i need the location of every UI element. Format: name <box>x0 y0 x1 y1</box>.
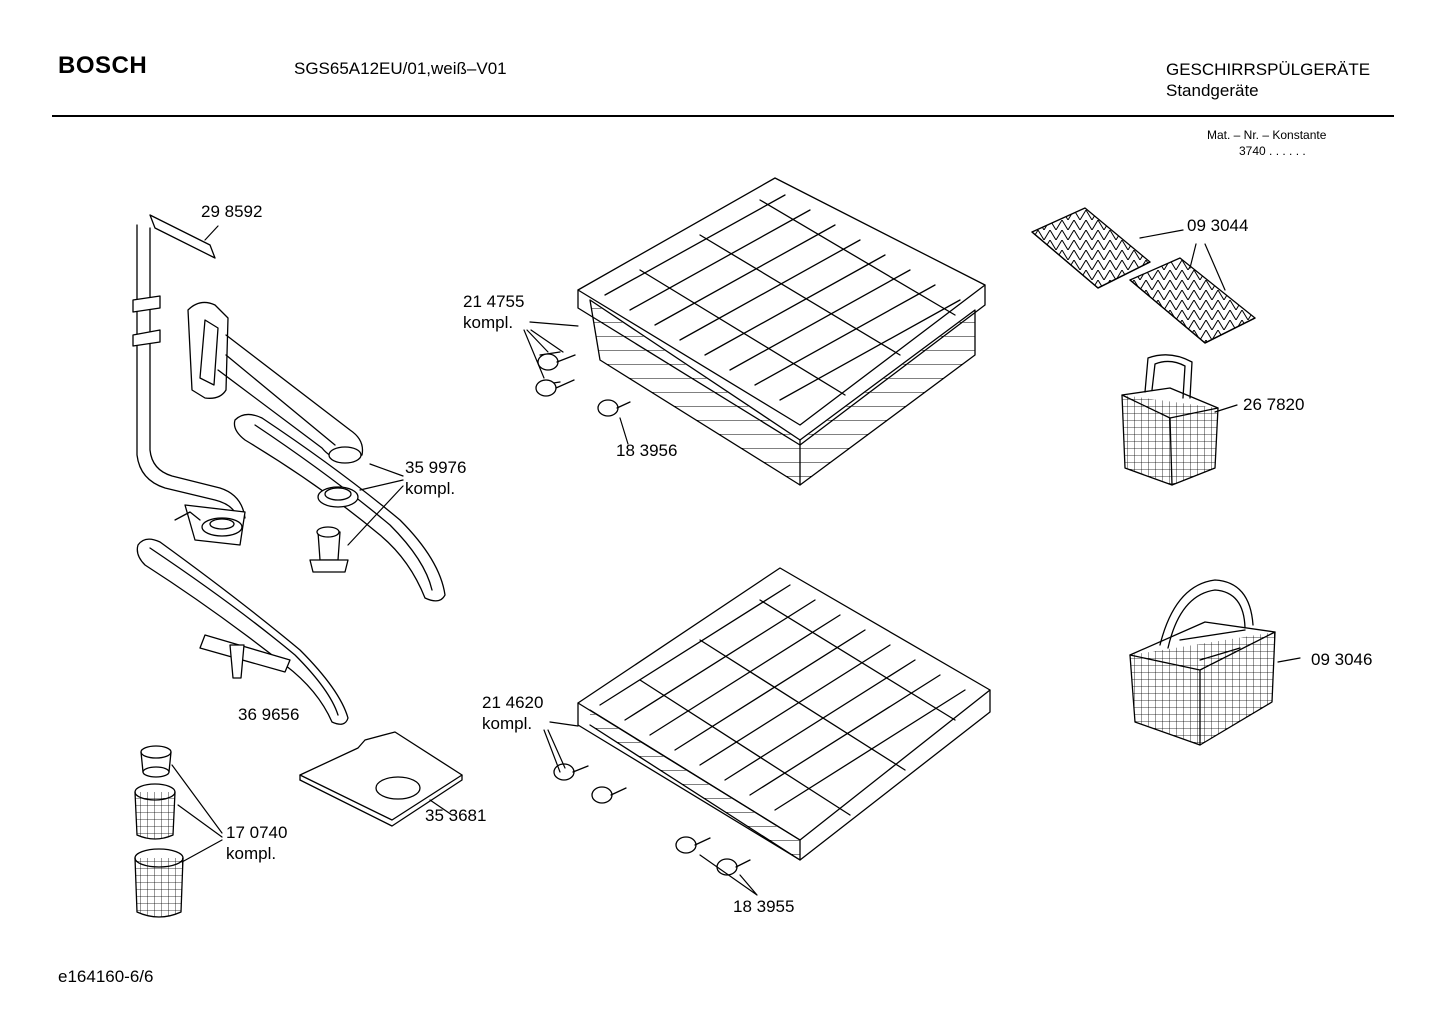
part-label-267820: 26 7820 <box>1243 394 1304 415</box>
part-number: 09 3046 <box>1311 650 1373 669</box>
part-label-093046: 09 3046 <box>1311 649 1372 670</box>
lower-spray-arm <box>137 539 348 724</box>
category: GESCHIRRSPÜLGERÄTE Standgeräte <box>1166 59 1370 101</box>
material-number-label: Mat. – Nr. – Konstante <box>1207 128 1327 142</box>
filter-assembly <box>135 746 183 917</box>
leader-lines <box>172 226 1300 895</box>
category-title: GESCHIRRSPÜLGERÄTE <box>1166 60 1371 79</box>
part-label-183955: 18 3955 <box>733 896 794 917</box>
part-label-214755: 21 4755 kompl. <box>463 291 524 333</box>
part-label-183956: 18 3956 <box>616 440 677 461</box>
cup-rack-inserts <box>1032 208 1255 343</box>
part-number: 29 8592 <box>201 202 263 221</box>
spray-supply-pipe <box>133 215 245 545</box>
lower-basket <box>554 568 990 875</box>
part-note: kompl. <box>463 313 514 332</box>
sump-plate <box>300 732 462 826</box>
material-number-block: Mat. – Nr. – Konstante 3740 . . . . . . <box>1207 127 1326 159</box>
brand-logo: BOSCH <box>58 52 148 79</box>
part-number: 18 3955 <box>733 897 795 916</box>
category-subtitle: Standgeräte <box>1166 81 1259 100</box>
part-note: kompl. <box>482 714 533 733</box>
upper-basket <box>536 178 985 485</box>
part-label-298592: 29 8592 <box>201 201 262 222</box>
part-number: 26 7820 <box>1243 395 1305 414</box>
part-label-369656: 36 9656 <box>238 704 299 725</box>
part-number: 17 0740 <box>226 823 288 842</box>
part-number: 21 4620 <box>482 693 544 712</box>
part-note: kompl. <box>405 479 456 498</box>
part-number: 09 3044 <box>1187 216 1249 235</box>
part-number: 36 9656 <box>238 705 300 724</box>
model-number: SGS65A12EU/01,weiß–V01 <box>294 59 507 78</box>
part-number: 35 3681 <box>425 806 487 825</box>
part-number: 21 4755 <box>463 292 525 311</box>
part-number: 18 3956 <box>616 441 678 460</box>
part-label-359976: 35 9976 kompl. <box>405 457 466 499</box>
part-label-170740: 17 0740 kompl. <box>226 822 287 864</box>
part-label-353681: 35 3681 <box>425 805 486 826</box>
part-label-093044: 09 3044 <box>1187 215 1248 236</box>
upper-spray-arm <box>234 414 445 600</box>
part-label-214620: 21 4620 kompl. <box>482 692 543 734</box>
part-note: kompl. <box>226 844 277 863</box>
material-number-value: 3740 . . . . . . <box>1239 144 1306 158</box>
drawing-id: e164160-6/6 <box>58 967 154 986</box>
cutlery-basket-large <box>1130 580 1275 745</box>
header-divider <box>52 115 1394 117</box>
upper-spray-arm-pipe <box>188 302 363 463</box>
cutlery-basket-small <box>1122 355 1218 485</box>
part-number: 35 9976 <box>405 458 467 477</box>
